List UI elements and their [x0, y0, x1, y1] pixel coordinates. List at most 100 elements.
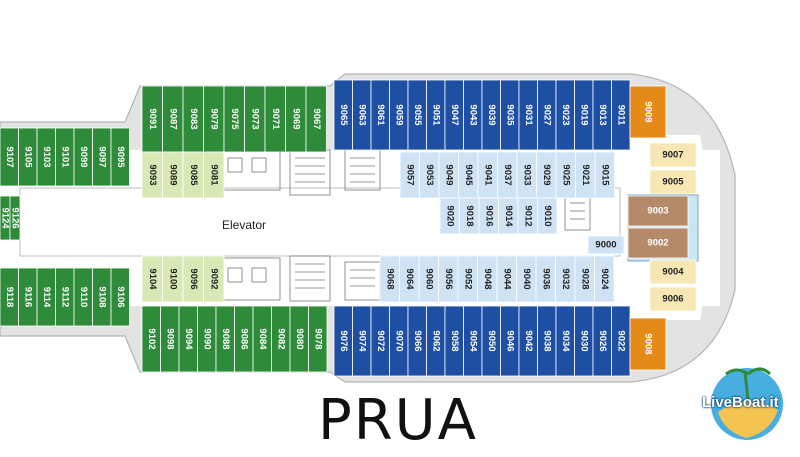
cabin-label: 9019 [578, 104, 589, 125]
cabin-label: 9094 [183, 328, 194, 350]
cabin-label: 9101 [59, 146, 70, 168]
cabin-label: 9100 [167, 268, 178, 289]
cabin-label: 9004 [662, 267, 684, 278]
cabin-9078 [308, 305, 328, 373]
cabin-label: 9034 [560, 330, 571, 352]
cabin-label: 9058 [449, 330, 460, 351]
cabin-label: 9011 [615, 105, 626, 126]
cabin-label: 9056 [443, 268, 454, 289]
cabin-9067 [305, 85, 327, 153]
cabin-label: 9068 [384, 268, 395, 289]
liveboat-logo: LiveBoat.it [700, 352, 794, 452]
cabin-label: 9042 [523, 330, 534, 351]
cabin-label: 9107 [4, 146, 15, 167]
cabin-label: 9026 [597, 330, 608, 351]
cabin-label: 9104 [147, 268, 158, 290]
cabin-label: 9044 [501, 268, 512, 290]
cabin-label: 9083 [188, 108, 199, 129]
cabin-9015 [594, 151, 615, 199]
cabin-label: 9023 [560, 104, 571, 125]
cabin-label: 9018 [464, 205, 475, 226]
cabin-9002 [627, 227, 689, 259]
cabin-label: 9037 [502, 164, 513, 185]
cabin-label: 9066 [412, 330, 423, 351]
cabin-label: 9086 [238, 328, 249, 349]
cabin-label: 9105 [22, 146, 33, 168]
cabin-9000 [587, 235, 625, 255]
cabin-label: 9013 [597, 104, 608, 125]
cabin-label: 9043 [467, 104, 478, 125]
cabin-label: 9090 [201, 328, 212, 349]
cabin-label: 9069 [290, 108, 301, 129]
cabin-label: 9063 [356, 104, 367, 125]
cabin-label: 9055 [412, 104, 423, 126]
cabin-label: 9087 [167, 108, 178, 129]
cabin-label: 9078 [312, 328, 323, 349]
cabin-label: 9057 [404, 164, 415, 185]
cabin-label: 9071 [270, 108, 281, 130]
cabin-label: 9048 [482, 268, 493, 289]
cabin-label: 9059 [393, 104, 404, 125]
cabin-label: 9010 [542, 205, 553, 226]
cabin-label: 9040 [521, 268, 532, 289]
cabin-label: 9098 [164, 328, 175, 349]
cabin-label: 9112 [59, 287, 70, 308]
cabin-label: 9124 [0, 207, 11, 229]
cabin-label: 9126 [10, 207, 21, 228]
cabin-label: 9082 [275, 328, 286, 349]
cabin-label: 9053 [424, 164, 435, 185]
cabin-label: 9065 [338, 104, 349, 126]
cabin-label: 9046 [504, 330, 515, 351]
cabin-label: 9103 [41, 146, 52, 167]
cabin-label: 9095 [115, 146, 126, 168]
cabin-label: 9039 [486, 104, 497, 125]
cabin-label: 9021 [580, 164, 591, 186]
cabin-label: 9075 [229, 108, 240, 130]
cabin-label: 9012 [522, 205, 533, 226]
cabin-9081 [203, 151, 225, 199]
cabin-label: 9067 [311, 108, 322, 129]
cabin-label: 9089 [167, 164, 178, 185]
cabin-label: 9110 [78, 287, 89, 308]
cabin-label: 9015 [599, 164, 610, 186]
cabin-label: 9092 [208, 268, 219, 289]
cabin-9092 [203, 255, 225, 303]
cabin-9126 [9, 195, 21, 241]
cabin-label: 9041 [482, 164, 493, 186]
cabin-label: 9072 [375, 330, 386, 351]
cabin-label: 9074 [356, 330, 367, 352]
cabin-label: 9093 [147, 164, 158, 185]
cabin-label: 9079 [208, 108, 219, 129]
cabin-9003 [627, 195, 689, 227]
cabin-label: 9038 [541, 330, 552, 351]
cabin-label: 9006 [662, 294, 683, 305]
cabin-label: 9035 [504, 104, 515, 126]
cabin-9005 [649, 169, 697, 195]
logo-text: LiveBoat.it [702, 394, 779, 411]
cabin-label: 9116 [22, 287, 33, 308]
cabin-label: 9000 [595, 240, 616, 251]
cabin-label: 9061 [375, 104, 386, 126]
cabin-label: 9070 [393, 330, 404, 351]
cabin-label: 9081 [208, 164, 219, 186]
cabin-9007 [649, 142, 697, 168]
cabin-label: 9106 [115, 286, 126, 307]
cabin-label: 9054 [467, 330, 478, 352]
cabin-label: 9062 [430, 330, 441, 351]
cabin-label: 9036 [540, 268, 551, 289]
liveboat-logo-svg [711, 367, 783, 440]
cabin-label: 9029 [541, 164, 552, 185]
cabin-label: 9060 [423, 268, 434, 289]
cabin-label: 9020 [444, 205, 455, 226]
cabin-9006 [649, 286, 697, 312]
cabin-label: 9045 [463, 164, 474, 186]
cabin-label: 9047 [449, 104, 460, 125]
cabin-label: 9003 [647, 206, 668, 217]
cabin-label: 9076 [338, 330, 349, 351]
cabin-9010 [537, 197, 558, 235]
cabin-label: 9028 [579, 268, 590, 289]
cabin-label: 9049 [443, 164, 454, 185]
cabin-label: 9031 [523, 104, 534, 126]
cabin-label: 9008 [643, 333, 654, 354]
